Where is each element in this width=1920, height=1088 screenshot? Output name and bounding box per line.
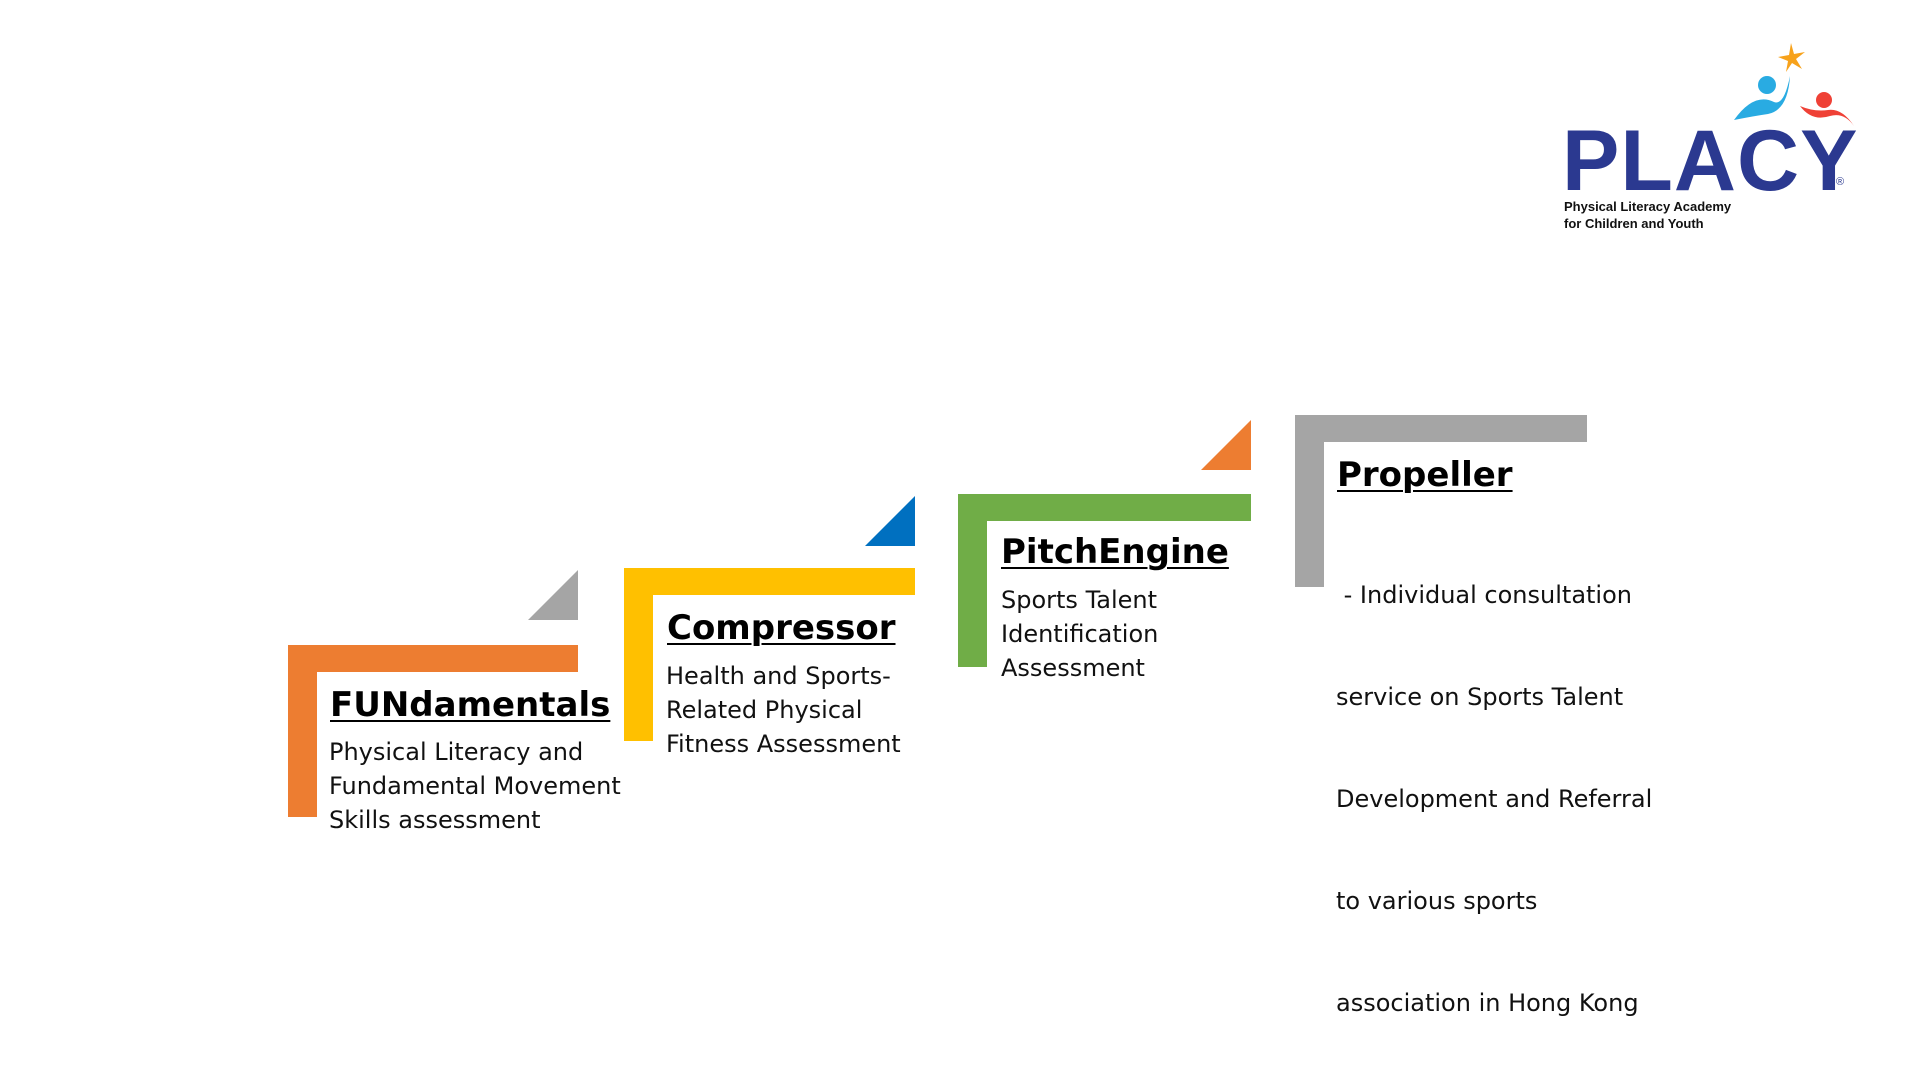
step-title: PitchEngine [1001,532,1229,572]
step-title: Compressor [667,608,896,648]
step-bracket-top [624,568,915,595]
blue-figure-icon [1734,76,1790,120]
step-bracket-side [1295,415,1324,587]
logo-registered-mark: ® [1836,176,1845,188]
step-description-line: Assessment [1001,654,1145,682]
step-description: Sports Talent Identification Assessment [1001,583,1158,685]
step-bracket-side [958,494,987,667]
step-bracket-side [624,568,653,741]
step-description-line: Identification [1001,620,1159,648]
red-figure-icon [1800,92,1854,126]
step-description-line: to various sports [1336,887,1538,915]
step-description-line: - Individual consultation [1336,581,1632,609]
step-description-line: Related Physical [666,696,863,724]
step-bracket-top [1295,415,1587,442]
logo-figures-icon [1734,43,1854,126]
step-title: FUNdamentals [330,685,611,725]
step-title: Propeller [1337,455,1513,495]
step-description-line: Skills assessment [329,806,541,834]
step-description-line: Sports Talent [1001,586,1158,614]
logo-tagline: Physical Literacy Academy for Children a… [1564,198,1731,232]
star-icon [1778,43,1805,72]
step-triangle [528,570,578,620]
step-description: Physical Literacy and Fundamental Moveme… [329,735,621,837]
step-triangle [1201,420,1251,470]
step-bracket-side [288,645,317,817]
step-description-line: Health and Sports- [666,662,891,690]
step-description-line: association in Hong Kong [1336,989,1639,1017]
placy-logo: PLACY ® Physical Literacy Academy for Ch… [1562,40,1862,235]
step-description-line: Development and Referral [1336,785,1653,813]
step-description: - Individual consultation service on Spo… [1336,510,1652,1088]
step-description: Health and Sports- Related Physical Fitn… [666,659,901,761]
step-description-line: Fundamental Movement [329,772,621,800]
logo-wordmark: PLACY [1562,113,1859,209]
step-description-line: Fitness Assessment [666,730,901,758]
step-bracket-top [288,645,578,672]
logo-tagline-line: for Children and Youth [1564,216,1704,231]
step-bracket-top [958,494,1251,521]
step-description-line: Physical Literacy and [329,738,584,766]
step-description-line: service on Sports Talent [1336,683,1624,711]
step-triangle [865,496,915,546]
logo-tagline-line: Physical Literacy Academy [1564,199,1732,214]
